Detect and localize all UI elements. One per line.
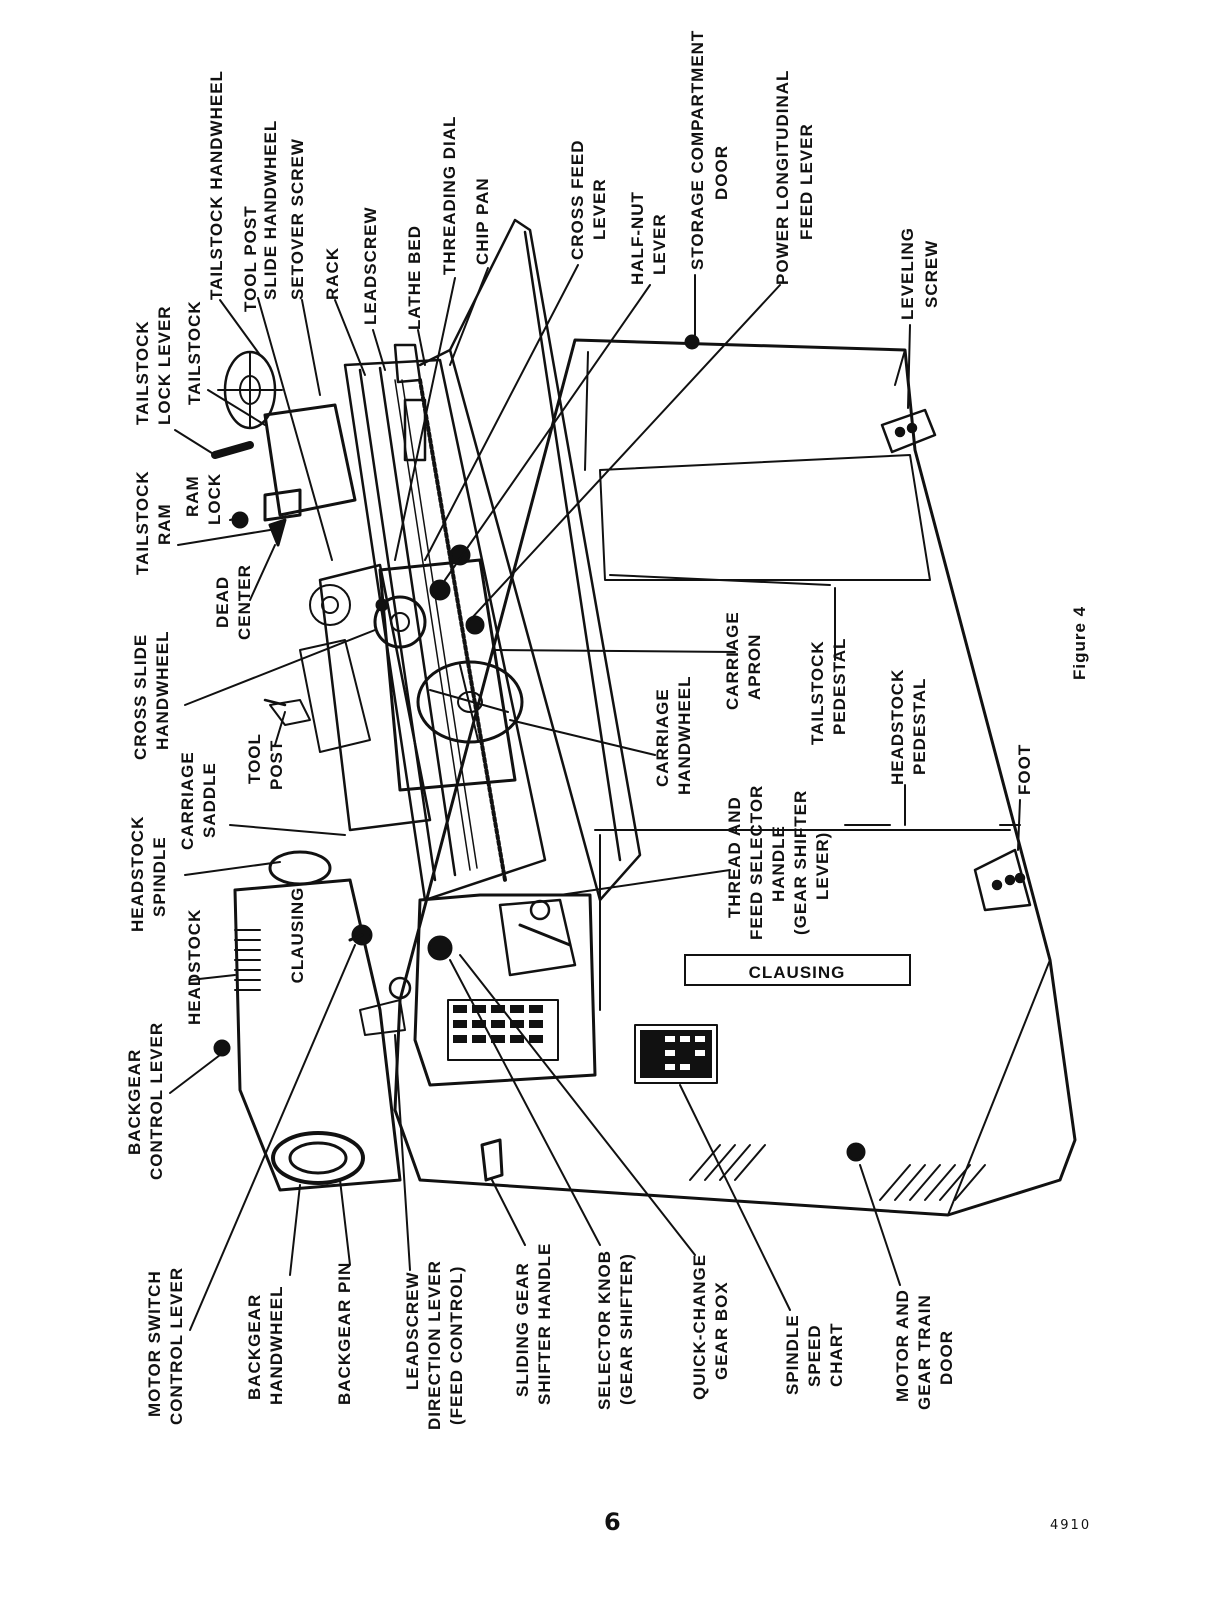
leader-lines	[169, 264, 1021, 1331]
label-tool: TOOL	[245, 733, 264, 784]
headstock-brand-text: CLAUSING	[288, 887, 307, 984]
label-leveling-screw: SCREW	[922, 240, 941, 308]
label-tailstock-pedestal-1: TAILSTOCK	[808, 640, 827, 745]
label-control-lever: CONTROL LEVER	[147, 1022, 166, 1180]
pedestal-cabinet	[393, 338, 1077, 1217]
label-tailstock-ram-2: RAM	[155, 503, 174, 545]
label-feed-lever: FEED LEVER	[797, 123, 816, 240]
label-foot: FOOT	[1015, 744, 1034, 795]
label-tailstock-lock: TAILSTOCK	[133, 320, 152, 425]
label-cross-slide: CROSS SLIDE	[131, 634, 150, 760]
label-carriage-apron-1: CARRIAGE	[723, 611, 742, 710]
label-tool-post-1: TOOL POST	[241, 205, 260, 312]
tailstock-assembly	[211, 350, 357, 547]
label-setover-screw: SETOVER SCREW	[288, 138, 307, 300]
label-leveling: LEVELING	[898, 227, 917, 320]
label-gear-shifter: (GEAR SHIFTER	[791, 790, 810, 935]
page-number: 6	[604, 1508, 621, 1536]
label-center: CENTER	[235, 564, 254, 640]
document-code: 4910	[1050, 1518, 1092, 1533]
label-cross-slide-handwheel: HANDWHEEL	[153, 631, 172, 751]
label-leadscrew-dir-1: LEADSCREW	[403, 1271, 422, 1390]
label-cross-feed: CROSS FEED	[568, 139, 587, 260]
label-thread-and: THREAD AND	[725, 796, 744, 918]
label-selector-knob: SELECTOR KNOB	[595, 1250, 614, 1410]
label-carriage-handwheel-2: HANDWHEEL	[675, 676, 694, 796]
label-gear-box: GEAR BOX	[712, 1281, 731, 1380]
label-gear-train: GEAR TRAIN	[915, 1294, 934, 1410]
label-power-longitudinal: POWER LONGITUDINAL	[773, 70, 792, 285]
label-half-nut-lever: LEVER	[650, 213, 669, 275]
pedestal-brand-text: CLAUSING	[749, 963, 846, 982]
label-motor-control-lever: CONTROL LEVER	[167, 1267, 186, 1425]
label-storage-door: DOOR	[712, 145, 731, 200]
spindle-speed-chart	[634, 1024, 718, 1084]
label-headstock: HEADSTOCK	[185, 909, 204, 1025]
label-selector-gear-shifter: (GEAR SHIFTER)	[617, 1253, 636, 1405]
label-tailstock-handwheel: TAILSTOCK HANDWHEEL	[207, 70, 226, 300]
label-quick-change: QUICK-CHANGE	[690, 1254, 709, 1400]
label-speed: SPEED	[805, 1324, 824, 1387]
label-carriage-saddle-2: SADDLE	[200, 762, 219, 838]
label-tailstock-pedestal-2: PEDESTAL	[830, 638, 849, 735]
label-sliding-gear: SLIDING GEAR	[513, 1262, 532, 1397]
label-dead: DEAD	[213, 576, 232, 628]
carriage-assembly	[263, 544, 524, 832]
label-backgear-pin: BACKGEAR PIN	[335, 1262, 354, 1405]
label-headstock-pedestal-2: PEDESTAL	[910, 678, 929, 775]
label-leadscrew-dir-3: (FEED CONTROL)	[447, 1266, 466, 1425]
quick-change-gear-box	[413, 893, 597, 1182]
label-leadscrew-dir-2: DIRECTION LEVER	[425, 1260, 444, 1430]
labels: TAILSTOCK HANDWHEEL TOOL POST SLIDE HAND…	[125, 30, 1089, 1430]
label-motor-door: DOOR	[937, 1330, 956, 1385]
label-chart: CHART	[827, 1323, 846, 1388]
label-headstock-spindle-2: SPINDLE	[150, 836, 169, 917]
lathe-bed	[343, 343, 547, 902]
leveling-screw-foot	[880, 408, 937, 454]
label-headstock-pedestal-1: HEADSTOCK	[888, 669, 907, 785]
label-leadscrew: LEADSCREW	[361, 206, 380, 325]
label-handle: HANDLE	[769, 825, 788, 902]
label-slide-handwheel: SLIDE HANDWHEEL	[261, 120, 280, 300]
label-cross-feed-lever: LEVER	[590, 178, 609, 240]
pedestal-nameplate: CLAUSING	[684, 954, 911, 986]
label-storage-compartment: STORAGE COMPARTMENT	[688, 30, 707, 270]
headstock-nameplate: CLAUSING	[288, 887, 307, 984]
label-post: POST	[267, 740, 286, 790]
label-lock-lever: LOCK LEVER	[155, 305, 174, 425]
label-carriage-apron-2: APRON	[745, 634, 764, 700]
label-backgear-control: BACKGEAR	[125, 1049, 144, 1155]
label-spindle: SPINDLE	[783, 1314, 802, 1395]
label-headstock-spindle-1: HEADSTOCK	[128, 816, 147, 932]
headstock-assembly	[213, 850, 412, 1192]
label-rack: RACK	[323, 247, 342, 300]
label-threading-dial: THREADING DIAL	[440, 116, 459, 275]
label-chip-pan: CHIP PAN	[473, 177, 492, 265]
storage-door-knob	[684, 334, 700, 350]
label-backgear-handwheel-2: HANDWHEEL	[267, 1286, 286, 1406]
label-lathe-bed: LATHE BED	[405, 225, 424, 330]
label-ram-lock-2: LOCK	[205, 473, 224, 525]
label-carriage-saddle-1: CARRIAGE	[178, 751, 197, 850]
label-backgear-handwheel-1: BACKGEAR	[245, 1294, 264, 1400]
label-motor-switch: MOTOR SWITCH	[145, 1270, 164, 1417]
label-tailstock-ram-1: TAILSTOCK	[133, 470, 152, 575]
label-half-nut: HALF-NUT	[628, 191, 647, 285]
label-lever-paren: LEVER)	[813, 832, 832, 900]
label-feed-selector: FEED SELECTOR	[747, 785, 766, 940]
label-carriage-handwheel-1: CARRIAGE	[653, 688, 672, 787]
label-motor-and: MOTOR AND	[893, 1289, 912, 1402]
foot-pad	[973, 848, 1032, 912]
label-tailstock: TAILSTOCK	[185, 300, 204, 405]
label-shifter-handle: SHIFTER HANDLE	[535, 1243, 554, 1405]
label-ram-lock-1: RAM	[183, 475, 202, 517]
figure-caption: Figure 4	[1070, 606, 1089, 680]
